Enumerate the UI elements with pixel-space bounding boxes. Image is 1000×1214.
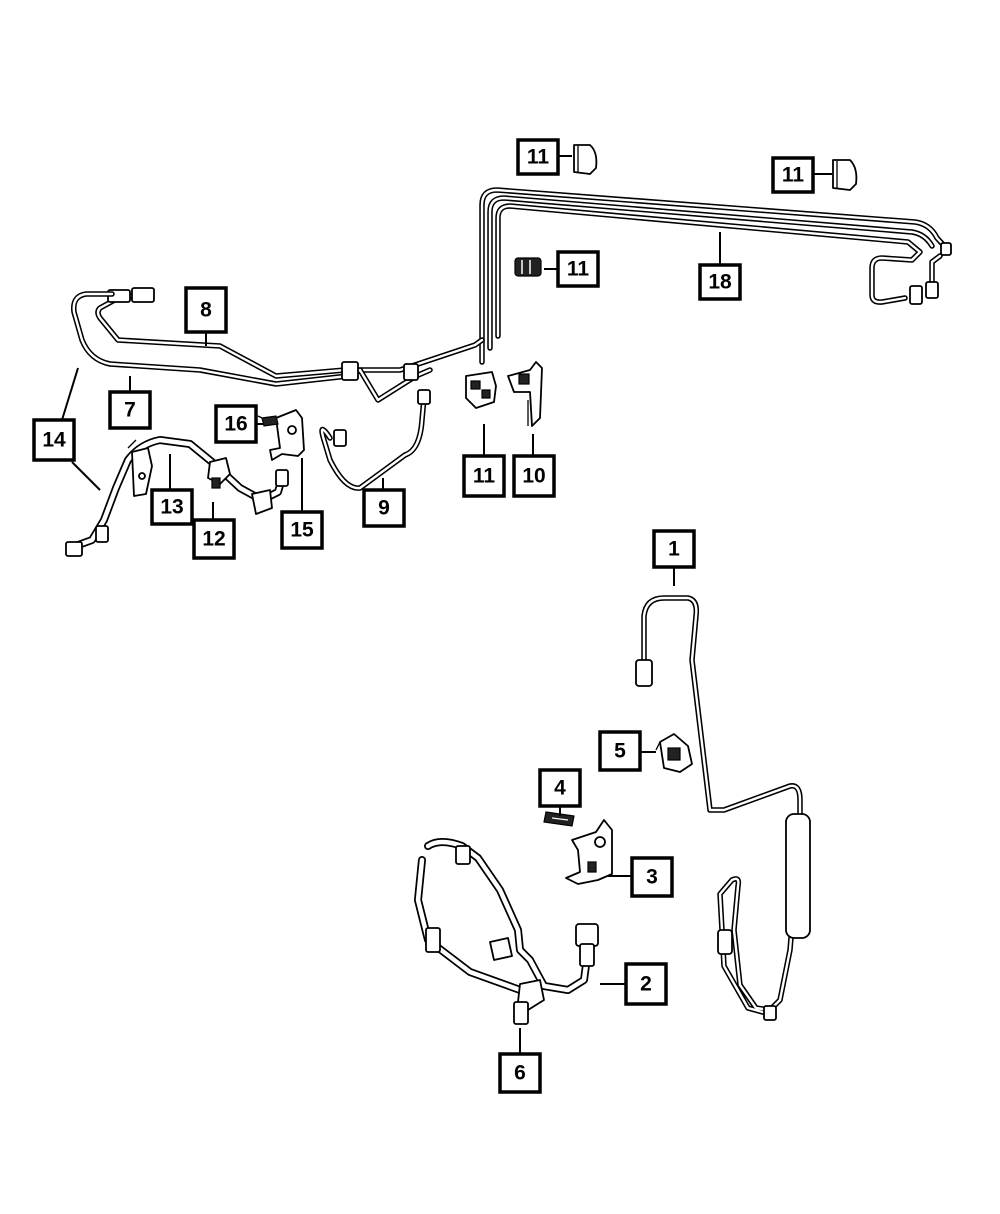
part-3-bracket <box>565 819 613 885</box>
callout-11-lower: 11 <box>462 454 506 498</box>
svg-text:16: 16 <box>224 413 247 436</box>
part-2-brake-hose <box>414 838 599 1011</box>
part-11-clip-lower <box>465 371 497 409</box>
part-6-sensor-clip <box>513 1001 529 1025</box>
svg-text:6: 6 <box>514 1062 526 1085</box>
callout-16: 16 <box>214 404 258 444</box>
part-11-clip-top-center <box>573 144 598 175</box>
part-11-clip-middle <box>514 257 542 277</box>
svg-text:7: 7 <box>124 399 136 422</box>
svg-text:15: 15 <box>290 519 314 542</box>
callout-9: 9 <box>362 488 406 528</box>
callout-11-middle: 11 <box>556 250 600 288</box>
callout-11-top-right: 11 <box>771 156 815 194</box>
svg-text:13: 13 <box>160 496 183 519</box>
svg-text:8: 8 <box>200 299 212 322</box>
callout-18: 18 <box>698 263 742 301</box>
svg-text:18: 18 <box>708 271 732 294</box>
callout-1: 1 <box>652 529 696 569</box>
callout-10: 10 <box>512 454 556 498</box>
part-9-brake-tube <box>319 389 431 491</box>
svg-text:11: 11 <box>782 164 805 187</box>
callout-11-top-center: 11 <box>516 138 560 176</box>
callout-3: 3 <box>630 856 674 898</box>
part-8-brake-tube <box>95 287 485 379</box>
leader-lines <box>61 155 832 1054</box>
part-18-rear-brake-tube <box>479 187 952 365</box>
callout-5: 5 <box>598 730 642 772</box>
svg-text:3: 3 <box>646 866 658 889</box>
svg-text:14: 14 <box>42 429 66 452</box>
svg-text:9: 9 <box>378 497 390 520</box>
part-5-clip <box>655 733 693 773</box>
part-1-brake-tube <box>635 595 811 1021</box>
callout-12: 12 <box>192 518 236 560</box>
svg-text:11: 11 <box>473 465 496 488</box>
part-11-clip-top-right <box>832 159 858 191</box>
part-14-brake-hose <box>65 436 289 557</box>
part-4-bolt <box>543 811 575 827</box>
part-10-bracket <box>507 361 543 427</box>
svg-text:10: 10 <box>522 465 545 488</box>
part-12-clip <box>207 457 231 489</box>
svg-text:4: 4 <box>554 777 566 800</box>
callout-2: 2 <box>624 962 668 1006</box>
part-13-bracket <box>127 439 153 497</box>
callout-7: 7 <box>108 390 152 430</box>
svg-text:5: 5 <box>614 740 626 763</box>
svg-text:1: 1 <box>668 538 680 561</box>
callout-4: 4 <box>538 768 582 808</box>
svg-text:11: 11 <box>527 146 550 169</box>
callout-8: 8 <box>184 286 228 334</box>
part-15-bracket <box>269 409 305 461</box>
svg-text:12: 12 <box>202 528 225 551</box>
callout-6: 6 <box>498 1052 542 1094</box>
svg-text:2: 2 <box>640 973 652 996</box>
callout-13: 13 <box>150 488 194 526</box>
callout-15: 15 <box>280 510 324 550</box>
callout-14: 14 <box>32 418 76 462</box>
part-7-brake-tube <box>71 291 433 403</box>
svg-text:11: 11 <box>567 258 590 281</box>
part-16-bolt <box>257 415 279 427</box>
